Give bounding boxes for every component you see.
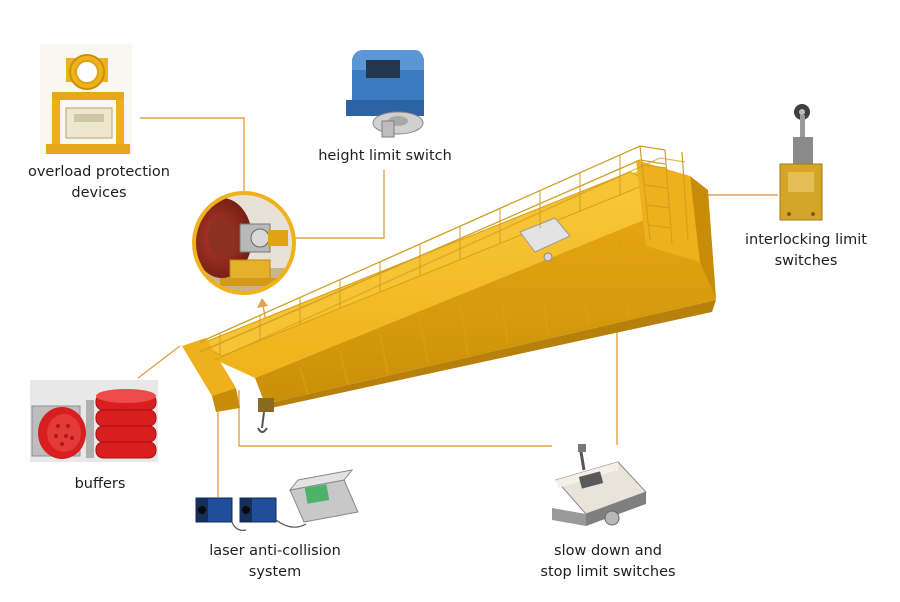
label-interlocking-limit-switches: interlocking limit switches [724,230,888,272]
label-line: system [248,564,302,580]
buffer-icon [30,380,158,462]
wheel-detail-inset [192,191,296,295]
laser-anti-collision-icon [195,469,359,531]
label-line: stop limit switches [540,564,676,580]
label-laser-anti-collision: laser anti-collision system [190,541,360,583]
slow-down-stop-switch-icon [552,444,647,526]
label-line: interlocking limit [745,232,867,248]
end-carriage-left [182,338,236,396]
crane-bridge [182,145,716,433]
label-line: slow down and [554,543,662,559]
leader-overload [140,117,245,193]
label-slow-down-stop: slow down and stop limit switches [518,541,698,583]
trolley [519,217,571,253]
label-line: height limit switch [318,148,452,164]
leader-buffers [137,345,181,379]
label-line: overload protection [27,164,170,180]
leader-height [293,170,385,239]
label-line: switches [774,253,838,269]
leader-arrowhead [257,298,268,308]
girder-top [190,170,705,378]
interlocking-limit-switch-icon [779,104,823,221]
height-limit-switch-icon [346,50,424,138]
leader-slowdown-1 [238,390,552,447]
overload-protection-device-icon [40,44,132,154]
label-line: buffers [74,476,126,492]
girder-side [255,195,716,404]
label-line: devices [71,185,127,201]
label-buffers: buffers [50,474,150,495]
label-height-limit-switch: height limit switch [300,146,470,167]
label-line: laser anti-collision [209,543,341,559]
label-overload-protection: overload protection devices [14,162,184,204]
